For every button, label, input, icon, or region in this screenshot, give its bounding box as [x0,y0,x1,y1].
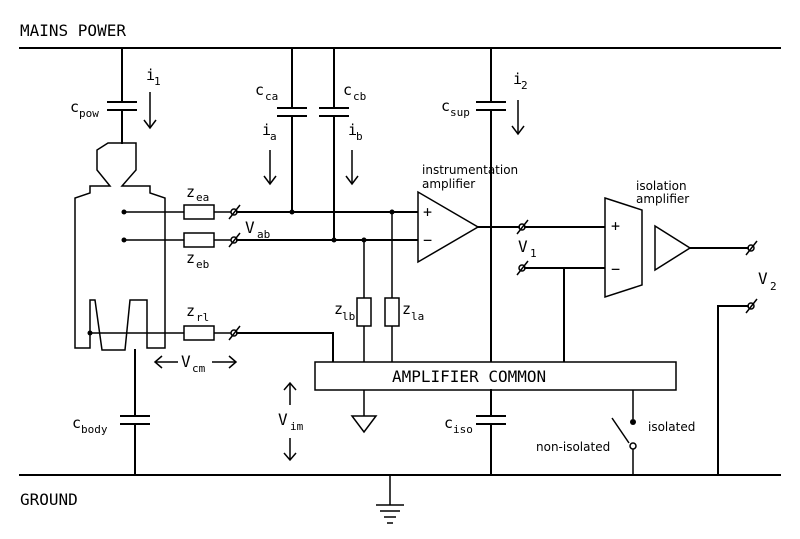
mains-label: MAINS POWER [20,21,126,40]
zla-resistor [384,209,400,362]
v1-sub: 1 [530,247,537,260]
v1-main: V [518,237,528,256]
cap-cb-main: c [343,81,352,99]
ia-minus: − [423,231,432,249]
vim-sub: im [290,420,304,433]
zlb-resistor [356,237,372,362]
ib-main: i [348,121,357,139]
cap-body-main: c [72,414,81,432]
vcm-main: V [181,352,191,371]
zeb-sub: eb [196,258,209,271]
instrumentation-amplifier [417,190,480,264]
cap-pow-sub: pow [79,107,99,120]
cap-body [120,349,150,476]
i1-sub: 1 [154,75,161,88]
cap-sup-main: c [441,97,450,115]
isolation-barrier-block [604,196,643,299]
vim-main: V [278,410,288,429]
cap-ca-main: c [255,81,264,99]
cap-cb-sub: cb [353,90,366,103]
cap-iso-sub: iso [453,423,473,436]
cap-sup-sub: sup [450,106,470,119]
electrode-a-line [121,204,419,220]
electrode-b-line [121,232,419,248]
ia-main: i [262,121,271,139]
iso-minus: − [611,260,620,278]
ia-arrow [263,150,277,186]
iso-amp-label-2: amplifier [636,192,689,206]
cap-ca [277,47,307,215]
amplifier-common-label: AMPLIFIER COMMON [392,367,546,386]
zea-sub: ea [196,191,209,204]
vcm-arrow [153,355,238,369]
zea-main: z [186,183,195,201]
zrl-main: z [186,302,195,320]
i1-main: i [146,66,155,84]
vcm-sub: cm [192,362,206,375]
cap-ca-sub: ca [265,90,278,103]
i2-main: i [513,70,522,88]
cap-sup [476,47,506,363]
zlb-sub: lb [342,310,355,323]
vim-arrow [283,381,297,462]
isolation-switch [611,390,637,475]
v2-main: V [758,269,768,288]
zlb-main: z [334,300,343,318]
inst-amp-label-2: amplifier [422,177,475,191]
i1-arrow [143,92,157,130]
ground-label: GROUND [20,490,78,509]
ia-plus: + [423,203,432,221]
cap-cb [319,47,349,243]
zla-main: z [402,300,411,318]
cap-pow-main: c [70,98,79,116]
zla-sub: la [411,310,424,323]
cap-iso [476,389,506,476]
vab-sub: ab [257,228,270,241]
i2-arrow [511,100,525,136]
v2-output-line [689,240,758,476]
vab-main: V [245,218,255,237]
ia-sub: a [270,130,277,143]
i2-sub: 2 [521,79,528,92]
ib-arrow [345,150,359,186]
zrl-sub: rl [196,311,209,324]
ib-sub: b [356,130,363,143]
common-ground-symbol [350,390,378,434]
cap-body-sub: body [81,423,108,436]
isolation-amplifier [654,224,692,272]
switch-isolated-label: isolated [648,420,695,434]
cap-iso-main: c [444,414,453,432]
switch-nonisolated-label: non-isolated [536,440,610,454]
human-body-outline [74,142,166,351]
zeb-main: z [186,249,195,267]
iso-plus: + [611,217,620,235]
inst-amp-label-1: instrumentation [422,163,518,177]
amplifier-common-bar [314,361,677,391]
v1-output-line [477,219,606,363]
right-leg-line [87,325,334,363]
earth-ground-symbol [376,475,404,524]
v2-sub: 2 [770,280,777,293]
cap-pow [107,47,137,144]
iso-amp-label-1: isolation [636,179,687,193]
